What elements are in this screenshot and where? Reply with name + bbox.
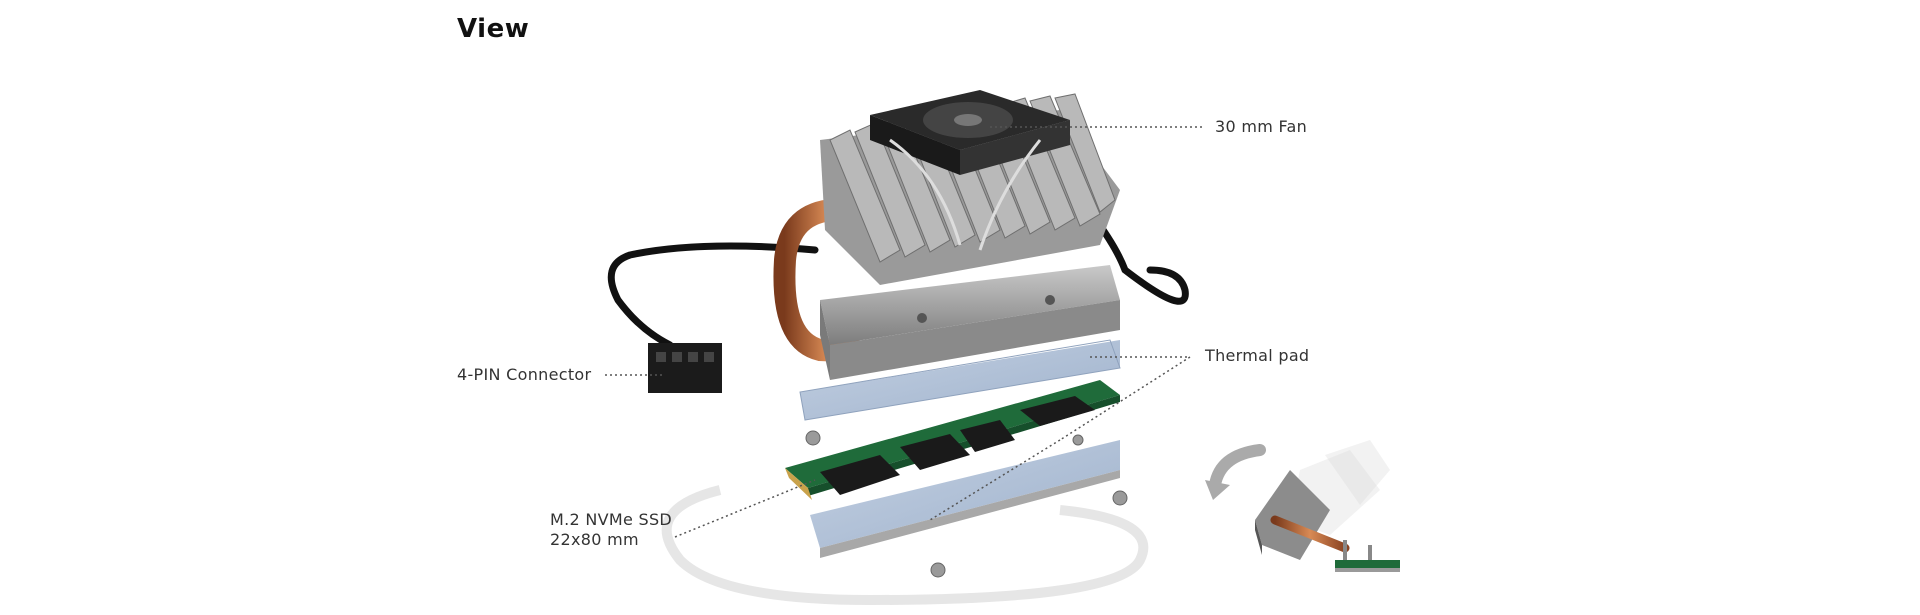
connector-icon	[648, 343, 722, 393]
callout-lines	[605, 126, 1205, 538]
ssd-label-line1: M.2 NVMe SSD	[550, 510, 673, 529]
fan-icon	[870, 90, 1070, 251]
ssd-label-line2: 22x80 mm	[550, 530, 639, 549]
screw-icon	[805, 430, 1128, 578]
ghost-outline	[661, 485, 1149, 606]
fan-label: 30 mm Fan	[1215, 117, 1308, 136]
ssd-label: M.2 NVMe SSD 22x80 mm	[550, 510, 672, 550]
heatpipe-icon	[773, 198, 881, 363]
page-title: View	[457, 14, 530, 44]
heatsink-base	[820, 265, 1120, 380]
thermal-pad-lower	[810, 440, 1120, 558]
thermal-pad-label: Thermal pad	[1205, 346, 1310, 365]
thermal-pad-upper	[800, 340, 1120, 420]
connector-label: 4-PIN Connector	[457, 365, 592, 384]
ssd-icon	[785, 380, 1120, 500]
rotation-inset-illustration	[1205, 440, 1400, 572]
